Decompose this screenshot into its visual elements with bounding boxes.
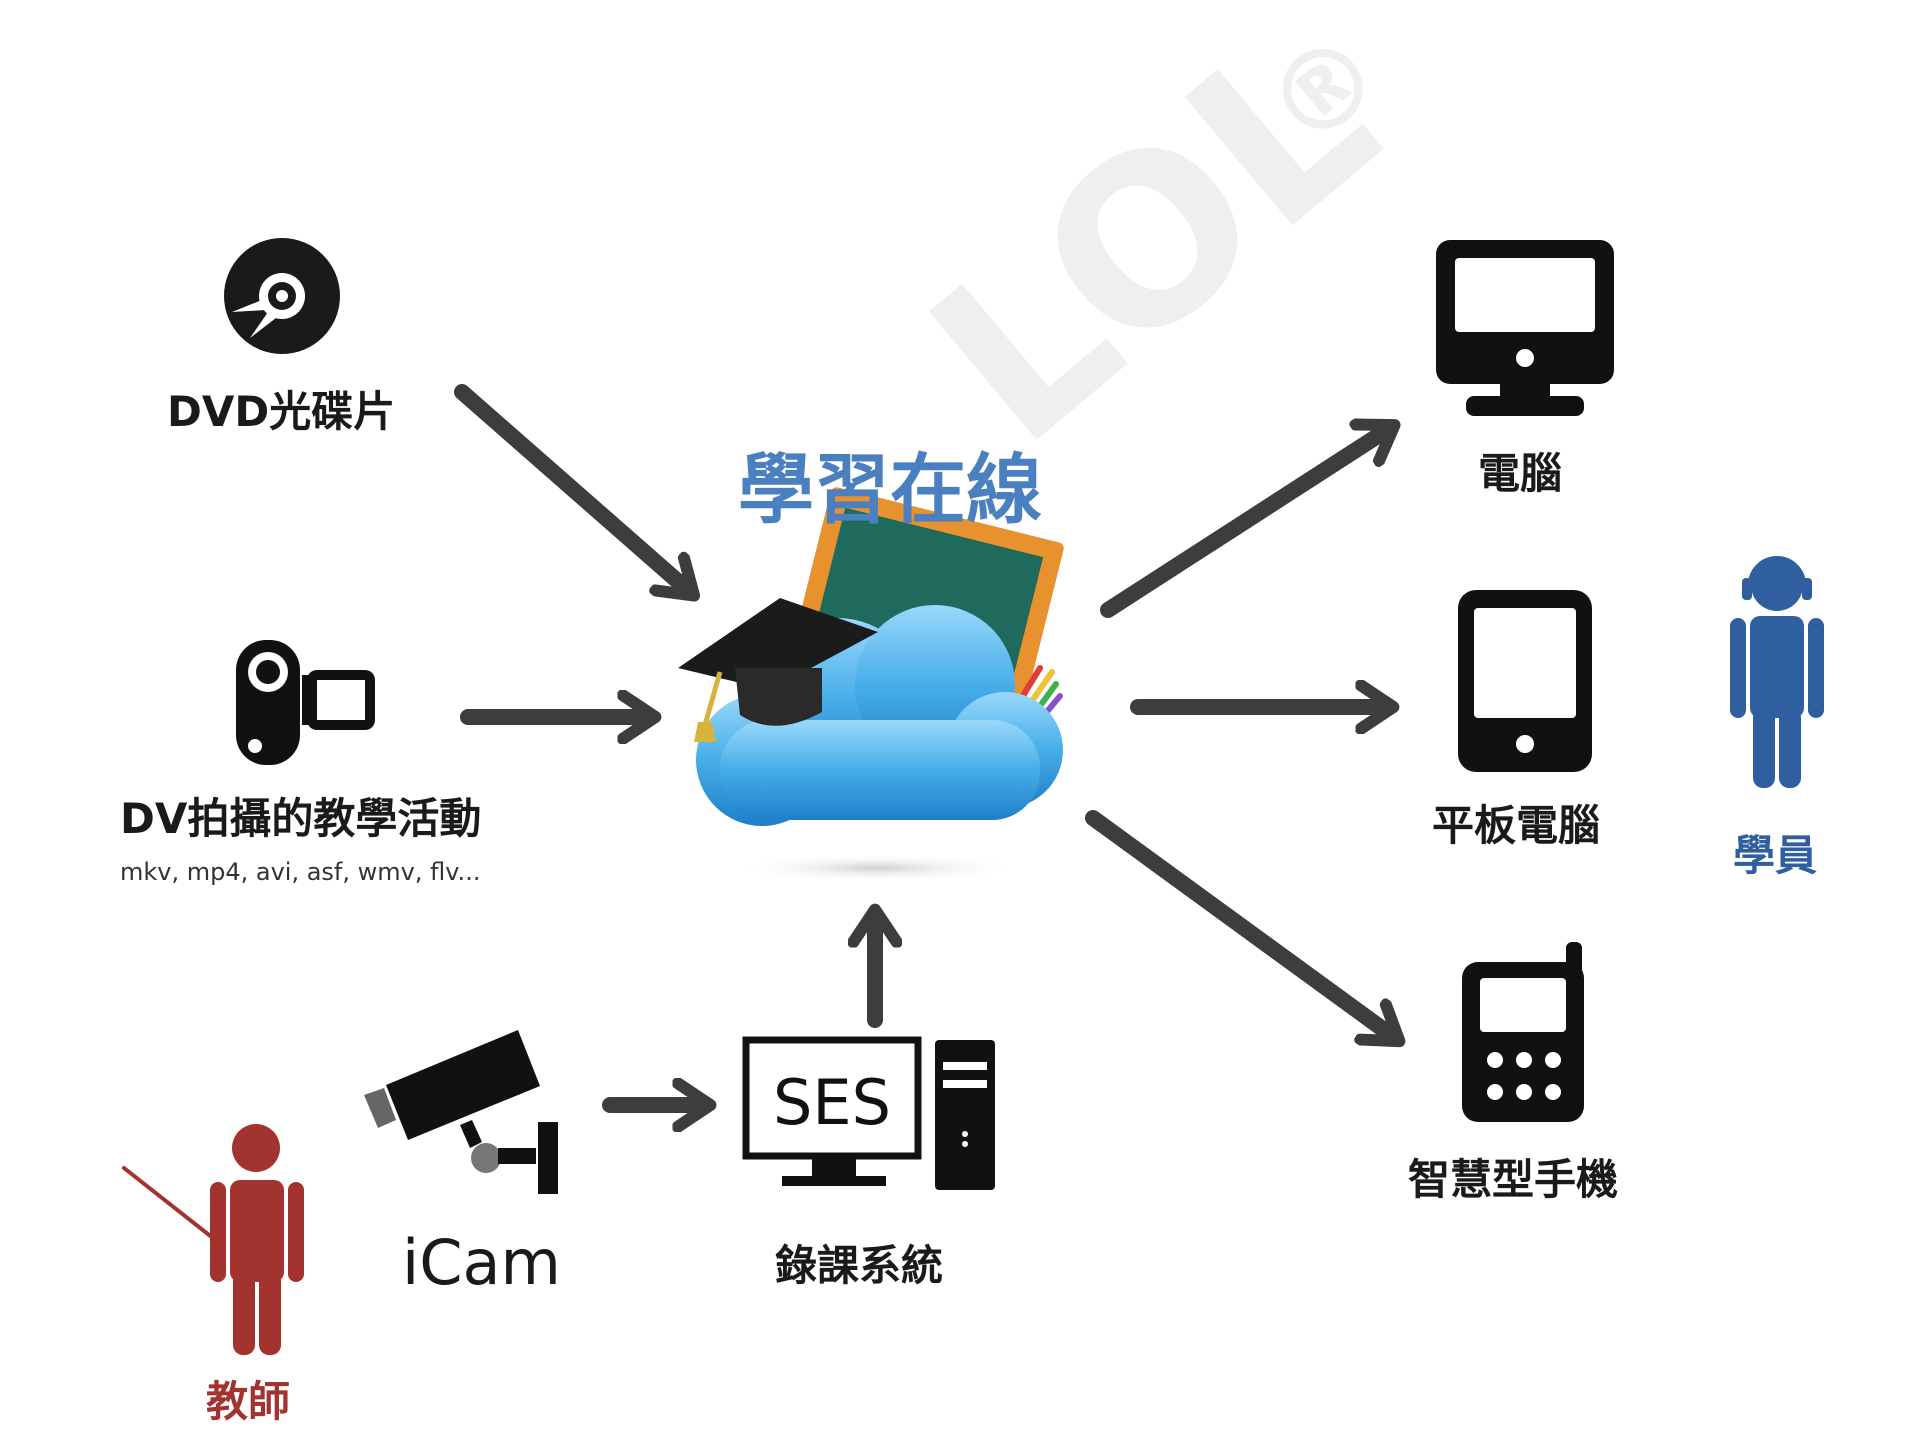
cloud-shadow	[732, 854, 1022, 882]
camcorder-icon	[236, 640, 375, 765]
monitor-icon	[1436, 240, 1614, 416]
recorder-label: 錄課系統	[775, 1241, 944, 1290]
arrow-dvd-to-cloud	[454, 384, 690, 592]
security-camera-icon	[364, 1030, 558, 1194]
cloud-shape	[696, 605, 1063, 826]
dv-label: DV拍攝的教學活動	[120, 794, 482, 843]
icam-label: iCam	[402, 1226, 561, 1299]
phone-label: 智慧型手機	[1408, 1155, 1619, 1204]
dvd-label: DVD光碟片	[167, 387, 396, 436]
computer-label: 電腦	[1478, 449, 1563, 498]
disc-icon	[224, 238, 340, 354]
dv-formats: mkv, mp4, avi, asf, wmv, flv...	[120, 858, 481, 886]
tablet-label: 平板電腦	[1432, 801, 1601, 850]
cloud-learning-icon	[678, 487, 1064, 882]
screen-text: SES	[773, 1066, 891, 1139]
arrow-cloud-to-computer	[1100, 428, 1390, 618]
teacher-label: 教師	[206, 1377, 291, 1426]
graduation-cap-icon	[678, 598, 878, 742]
watermark: LOL ®	[884, 0, 1424, 496]
computer-icon: SES	[742, 1036, 995, 1190]
teacher-icon	[122, 1124, 304, 1355]
arrows	[454, 384, 1395, 1105]
tablet-icon	[1458, 590, 1592, 772]
center-title: 學習在線	[738, 445, 1042, 534]
phone-icon	[1462, 942, 1584, 1122]
arrow-cloud-to-phone	[1085, 810, 1395, 1038]
student-icon	[1730, 556, 1824, 788]
student-label: 學員	[1733, 831, 1818, 880]
